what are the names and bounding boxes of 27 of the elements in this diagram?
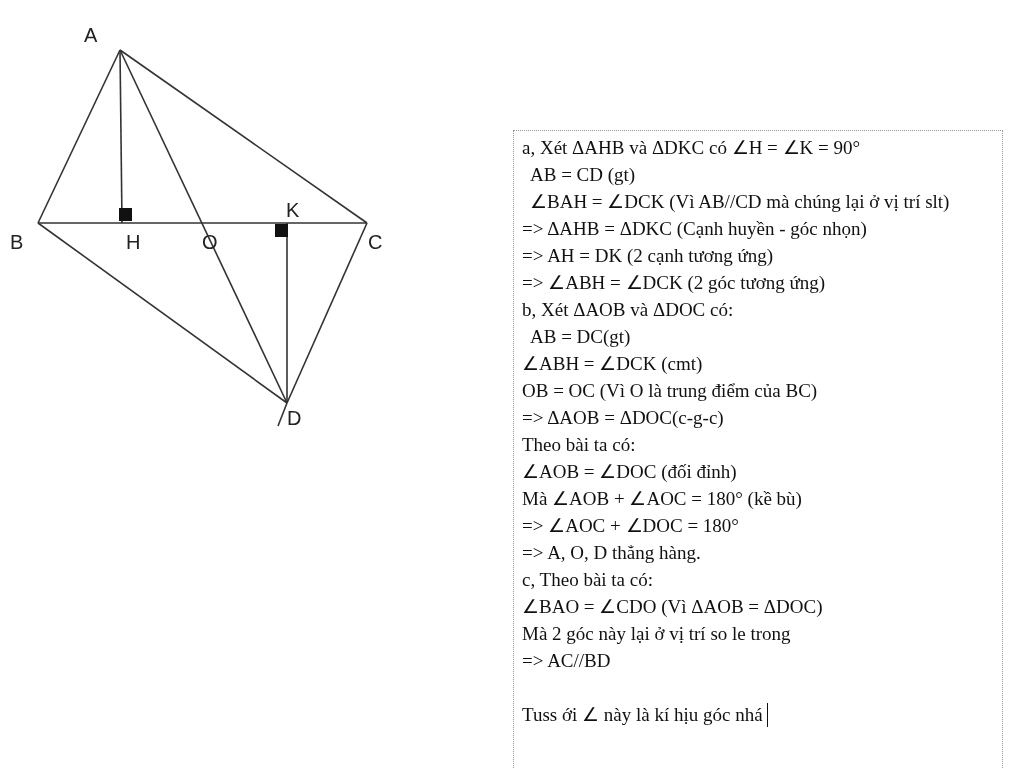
proof-line: => ΔAHB = ΔDKC (Cạnh huyền - góc nhọn): [522, 218, 867, 240]
proof-line: Theo bài ta có:: [522, 434, 636, 456]
proof-line: => ∠AOC + ∠DOC = 180°: [522, 515, 739, 537]
proof-line: c, Theo bài ta có:: [522, 569, 653, 591]
proof-line: ∠AOB = ∠DOC (đối đỉnh): [522, 461, 737, 483]
proof-line: b, Xét ΔAOB và ΔDOC có:: [522, 299, 734, 321]
proof-line: => ΔAOB = ΔDOC(c-g-c): [522, 407, 724, 429]
point-label: H: [126, 232, 141, 252]
proof-line: Tuss ới ∠ này là kí hịu góc nhá: [522, 704, 763, 726]
point-label: B: [10, 232, 24, 252]
proof-line: ∠ABH = ∠DCK (cmt): [522, 353, 703, 375]
proof-line: => A, O, D thẳng hàng.: [522, 542, 701, 564]
proof-line: Mà 2 góc này lại ở vị trí so le trong: [522, 623, 791, 645]
proof-line: => AC//BD: [522, 650, 611, 672]
proof-line: => ∠ABH = ∠DCK (2 góc tương ứng): [522, 272, 826, 294]
proof-line: => AH = DK (2 cạnh tương ứng): [522, 245, 774, 267]
proof-line: Mà ∠AOB + ∠AOC = 180° (kề bù): [522, 488, 802, 510]
proof-line: AB = DC(gt): [530, 326, 631, 348]
proof-line: a, Xét ΔAHB và ΔDKC có ∠H = ∠K = 90°: [522, 137, 861, 159]
point-label: D: [287, 408, 302, 428]
point-label: K: [286, 200, 300, 220]
proof-line: AB = CD (gt): [530, 164, 636, 186]
point-label: C: [368, 232, 383, 252]
proof-line: OB = OC (Vì O là trung điểm của BC): [522, 380, 818, 402]
point-label: A: [84, 25, 98, 45]
proof-line: ∠BAO = ∠CDO (Vì ΔAOB = ΔDOC): [522, 596, 823, 618]
proof-line: ∠BAH = ∠DCK (Vì AB//CD mà chúng lại ở vị trí slt): [530, 191, 950, 213]
